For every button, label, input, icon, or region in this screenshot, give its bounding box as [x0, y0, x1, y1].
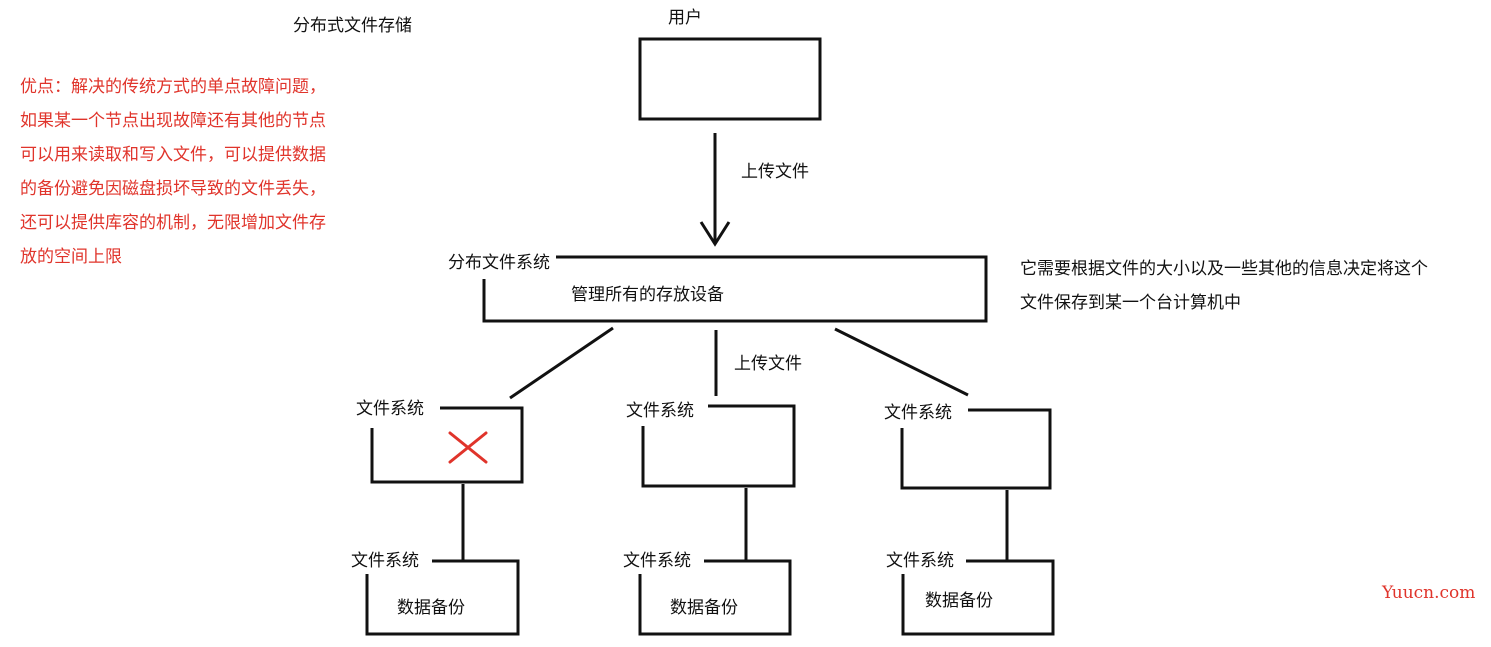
- backup-node-label-3: 文件系统: [886, 551, 954, 571]
- advantages-line: 放的空间上限: [20, 247, 122, 267]
- upload-arrow-head: [699, 221, 731, 247]
- backup-content-2: 数据备份: [670, 598, 738, 618]
- note-line-2: 文件保存到某一个台计算机中: [1020, 293, 1241, 313]
- backup-content-1: 数据备份: [397, 598, 465, 618]
- diagram-title: 分布式文件存储: [293, 16, 412, 36]
- backup-box-3: [901, 559, 1055, 636]
- upload-label-top: 上传文件: [741, 162, 809, 182]
- advantages-line: 如果某一个节点出现故障还有其他的节点: [20, 111, 326, 131]
- dfs-box: [482, 255, 988, 323]
- advantages-text: 优点：解决的传统方式的单点故障问题， 如果某一个节点出现故障还有其他的节点 可以…: [20, 70, 326, 274]
- backup-box-1: [365, 559, 520, 636]
- red-x-icon: [448, 431, 488, 464]
- user-label: 用户: [668, 8, 702, 28]
- user-box: [638, 37, 822, 121]
- connector-right: [834, 327, 969, 397]
- dfs-manage-text: 管理所有的存放设备: [571, 285, 724, 305]
- backup-box-2: [638, 559, 792, 636]
- dfs-label: 分布文件系统: [448, 253, 550, 273]
- node-box-3: [900, 408, 1052, 490]
- node-label-2: 文件系统: [626, 401, 694, 421]
- node-label-1: 文件系统: [356, 399, 424, 419]
- connector-left: [509, 326, 614, 400]
- node-label-3: 文件系统: [884, 403, 952, 423]
- advantages-line: 优点：解决的传统方式的单点故障问题，: [20, 77, 326, 97]
- node-box-2: [641, 404, 796, 488]
- backup-node-label-1: 文件系统: [351, 551, 419, 571]
- node-box-1: [370, 406, 524, 484]
- backup-content-3: 数据备份: [925, 591, 993, 611]
- backup-node-label-2: 文件系统: [623, 551, 691, 571]
- watermark: Yuucn.com: [1382, 583, 1476, 603]
- advantages-line: 还可以提供库容的机制，无限增加文件存: [20, 213, 326, 233]
- note-line-1: 它需要根据文件的大小以及一些其他的信息决定将这个: [1020, 259, 1428, 279]
- advantages-line: 可以用来读取和写入文件，可以提供数据: [20, 145, 326, 165]
- advantages-line: 的备份避免因磁盘损坏导致的文件丢失，: [20, 179, 326, 199]
- upload-label-mid: 上传文件: [734, 354, 802, 374]
